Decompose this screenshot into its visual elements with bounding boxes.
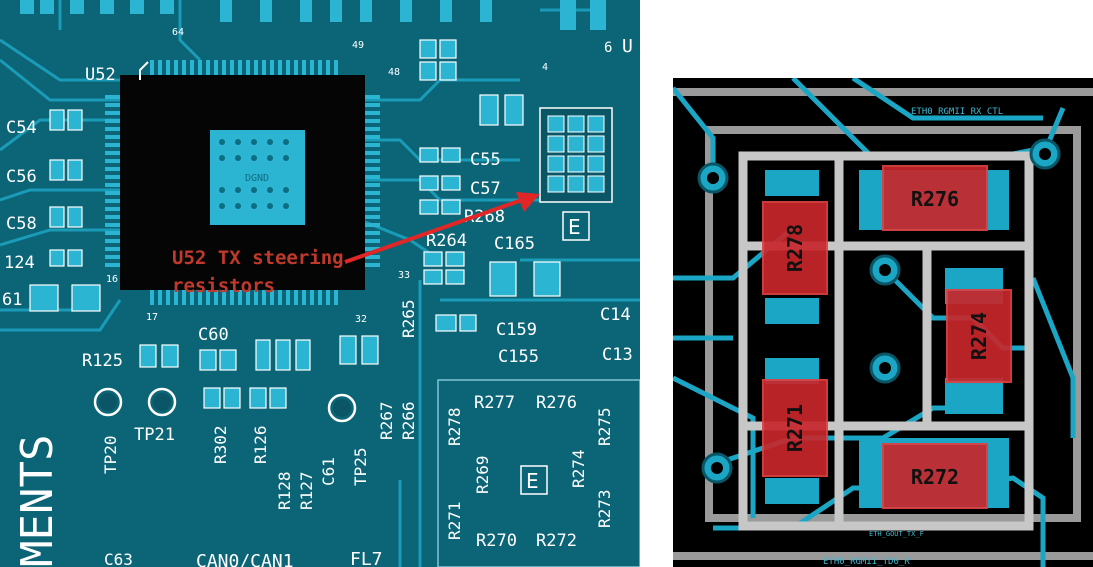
- label-c14: C14: [600, 305, 631, 325]
- annotation-line2: resistors: [172, 275, 275, 297]
- label-r276: R276: [536, 393, 577, 413]
- dgnd-label: DGND: [245, 173, 269, 184]
- e-marker-bottom: E: [526, 469, 539, 493]
- label-r270: R270: [476, 531, 517, 551]
- silkscreen-labels: U52 64 49 48 33 32 17 16 C54 C56 C58 124…: [2, 27, 633, 567]
- label-r266: R266: [399, 401, 418, 440]
- label-124: 124: [4, 253, 35, 273]
- label-6: 6: [604, 40, 612, 56]
- label-r126: R126: [251, 425, 270, 464]
- pcb-zoom-right: R278 R276 R274 R271 R272 ETH0_RGMII_RX_C…: [673, 78, 1093, 567]
- label-r269: R269: [473, 455, 492, 494]
- resistor-r271: R271: [762, 379, 828, 477]
- thermal-pad: [210, 130, 305, 225]
- label-r267: R267: [377, 401, 396, 440]
- label-r277: R277: [474, 393, 515, 413]
- label-u: U: [622, 36, 633, 57]
- label-r264: R264: [426, 231, 467, 251]
- label-r127: R127: [297, 471, 316, 510]
- pin-label-64: 64: [172, 27, 184, 38]
- test-points: [93, 387, 357, 423]
- label-r273: R273: [595, 489, 614, 528]
- pin-label-16: 16: [106, 274, 118, 285]
- net-label-rx-ctl: ETH0_RGMII_RX_CTL: [911, 107, 1003, 117]
- label-tp25: TP25: [351, 447, 370, 486]
- label-c63: C63: [104, 550, 133, 567]
- label-c155: C155: [498, 347, 539, 367]
- pin-label-48: 48: [388, 67, 400, 78]
- label-r275: R275: [595, 407, 614, 446]
- r274-label: R274: [967, 312, 991, 360]
- net-label-td0: ETH0_RGMII_TD0_R: [823, 557, 910, 567]
- pin-label-32: 32: [355, 314, 367, 325]
- pin-label-33: 33: [398, 270, 410, 281]
- label-tp20: TP20: [101, 435, 120, 474]
- label-c165: C165: [494, 234, 535, 254]
- label-r125: R125: [82, 351, 123, 371]
- label-r272: R272: [536, 531, 577, 551]
- label-r271: R271: [445, 501, 464, 540]
- label-c56: C56: [6, 167, 37, 187]
- side-text-ments: MENTS: [12, 435, 63, 567]
- r271-label: R271: [783, 404, 807, 452]
- label-c159: C159: [496, 320, 537, 340]
- net-label-tx: ETH_GOUT_TX_F: [869, 530, 924, 538]
- pcb-layout-left: DGND U52 64 49 48 33 32 17 16 C54 C56 C5…: [0, 0, 640, 567]
- u52-chip: DGND: [105, 60, 380, 305]
- annotation-text: U52 TX steering resistors: [172, 247, 344, 297]
- label-c60: C60: [198, 325, 229, 345]
- r276-label: R276: [911, 187, 959, 211]
- label-r278: R278: [445, 407, 464, 446]
- label-c55: C55: [470, 150, 501, 170]
- label-c61: C61: [319, 457, 338, 486]
- e-markers: E E: [520, 211, 590, 495]
- label-r274: R274: [569, 449, 588, 488]
- label-c54: C54: [6, 118, 37, 138]
- pin-label-17: 17: [146, 312, 158, 323]
- r278-label: R278: [783, 224, 807, 272]
- resistor-r272: R272: [882, 443, 988, 509]
- label-r268: R268: [464, 207, 505, 227]
- e-marker-top: E: [568, 215, 581, 239]
- pin-label-49: 49: [352, 40, 364, 51]
- label-r128: R128: [275, 471, 294, 510]
- label-can0-can1: CAN0/CAN1: [196, 551, 294, 567]
- label-c58: C58: [6, 214, 37, 234]
- resistor-r274: R274: [946, 289, 1012, 383]
- resistor-r276: R276: [882, 165, 988, 231]
- label-4: 4: [542, 62, 548, 73]
- outline-lines: [673, 88, 1093, 560]
- header-pads: [20, 0, 606, 30]
- annotation-line1: U52 TX steering: [172, 247, 344, 269]
- label-61: 61: [2, 290, 22, 310]
- chip-label-u52: U52: [85, 65, 116, 85]
- footprints-left: [29, 39, 561, 409]
- label-r302: R302: [211, 425, 230, 464]
- label-c57: C57: [470, 179, 501, 199]
- resistor-r278: R278: [762, 201, 828, 295]
- label-r265: R265: [399, 299, 418, 338]
- courtyard-outline: [437, 379, 640, 567]
- label-tp21: TP21: [134, 425, 175, 445]
- label-c13: C13: [602, 345, 633, 365]
- tx-steering-resistor-array: [539, 107, 613, 203]
- r272-label: R272: [911, 465, 959, 489]
- label-fl7: FL7: [350, 549, 383, 567]
- annotation-arrow: [344, 192, 540, 264]
